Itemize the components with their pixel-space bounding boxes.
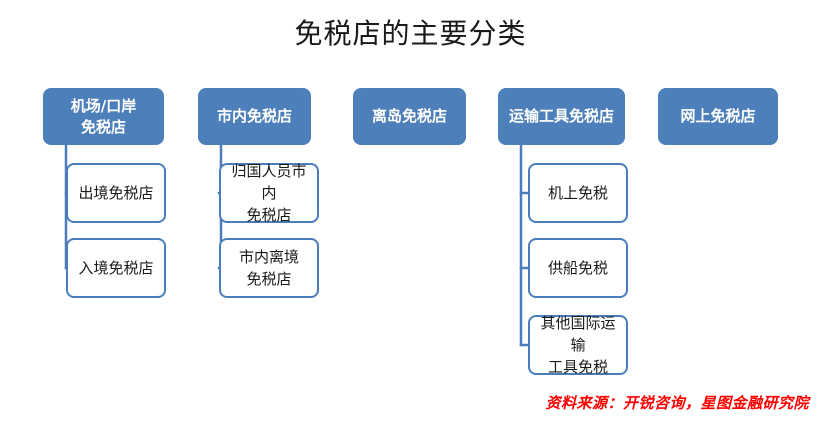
category-label: 网上免税店 bbox=[680, 107, 756, 125]
subcategory-box-downtown-2[interactable]: 市内离境 免税店 bbox=[219, 238, 319, 298]
subcategory-box-transport-vehicle-3[interactable]: 其他国际运输 工具免税 bbox=[528, 314, 628, 376]
subcategory-box-transport-vehicle-2[interactable]: 供船免税 bbox=[528, 238, 628, 298]
category-box-offshore-island[interactable]: 离岛免税店 bbox=[353, 88, 466, 145]
subcategory-label: 机上免税 bbox=[547, 184, 608, 202]
subcategory-label: 归国人员市内 免税店 bbox=[231, 162, 307, 224]
category-box-transport-vehicle[interactable]: 运输工具免税店 bbox=[498, 88, 625, 145]
page-title: 免税店的主要分类 bbox=[294, 17, 527, 50]
category-box-airport-port[interactable]: 机场/口岸 免税店 bbox=[43, 88, 164, 145]
category-label: 市内免税店 bbox=[216, 107, 292, 125]
category-label: 运输工具免税店 bbox=[508, 107, 614, 125]
category-box-downtown[interactable]: 市内免税店 bbox=[198, 88, 311, 145]
subcategory-label: 入境免税店 bbox=[78, 259, 154, 277]
source-note: 资料来源：开锐咨询，星图金融研究院 bbox=[545, 394, 809, 412]
subcategory-label: 其他国际运输 工具免税 bbox=[540, 314, 616, 376]
category-label: 离岛免税店 bbox=[371, 107, 447, 125]
subcategory-box-airport-port-2[interactable]: 入境免税店 bbox=[66, 238, 166, 298]
subcategory-box-downtown-1[interactable]: 归国人员市内 免税店 bbox=[219, 162, 319, 224]
subcategory-label: 出境免税店 bbox=[78, 184, 154, 202]
subcategory-label: 市内离境 免税店 bbox=[238, 248, 299, 288]
category-label: 机场/口岸 免税店 bbox=[70, 96, 137, 136]
subcategory-label: 供船免税 bbox=[547, 259, 608, 277]
subcategory-box-airport-port-1[interactable]: 出境免税店 bbox=[66, 163, 166, 223]
subcategory-box-transport-vehicle-1[interactable]: 机上免税 bbox=[528, 163, 628, 223]
category-box-online[interactable]: 网上免税店 bbox=[658, 88, 778, 145]
